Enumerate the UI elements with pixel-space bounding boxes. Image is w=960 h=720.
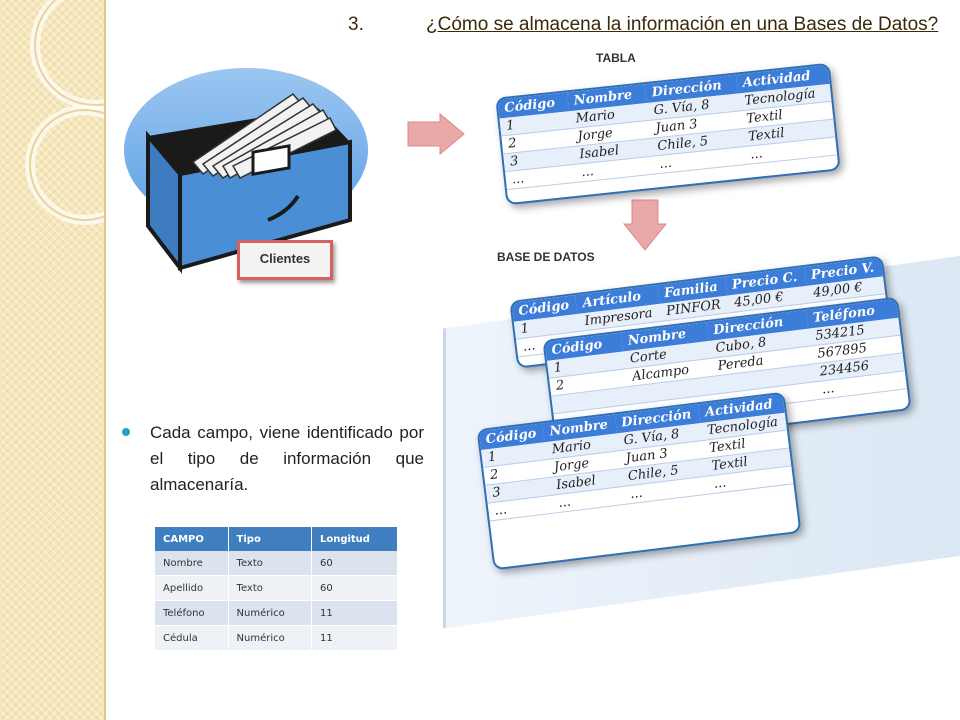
arrow-right-icon: [407, 112, 465, 156]
fields-cell: Texto: [228, 575, 312, 601]
bullet-icon: [122, 428, 130, 436]
cabinet-label: Clientes: [237, 240, 333, 280]
fields-cell: Cédula: [155, 625, 229, 651]
fields-cell: Texto: [228, 551, 312, 576]
fields-cell: Teléfono: [155, 600, 229, 626]
decorative-sidebar: [0, 0, 106, 720]
fields-cell: 60: [311, 551, 399, 576]
arrow-down-icon: [622, 199, 668, 251]
fields-cell: Numérico: [228, 625, 312, 651]
tabla-heading: TABLA: [596, 51, 636, 65]
fields-header-cell: Longitud: [311, 527, 399, 551]
fields-cell: Nombre: [155, 551, 229, 576]
base-datos-heading: BASE DE DATOS: [497, 250, 595, 264]
slide-title-text: ¿Cómo se almacena la información en una …: [426, 14, 939, 35]
fields-header-cell: CAMPO: [155, 527, 229, 551]
fields-cell: Numérico: [228, 600, 312, 626]
slide-title: 3. ¿Cómo se almacena la información en un…: [348, 14, 938, 36]
file-cabinet-illustration: [124, 68, 368, 274]
fields-cell: Apellido: [155, 575, 229, 601]
fields-cell: 11: [311, 625, 399, 651]
fields-cell: 11: [311, 600, 399, 626]
bullet-text: Cada campo, viene identificado por el ti…: [150, 423, 424, 494]
decorative-rings: [25, 0, 104, 225]
slide-number: 3.: [348, 14, 364, 35]
fields-header-cell: Tipo: [228, 527, 312, 551]
fields-cell: 60: [311, 575, 399, 601]
